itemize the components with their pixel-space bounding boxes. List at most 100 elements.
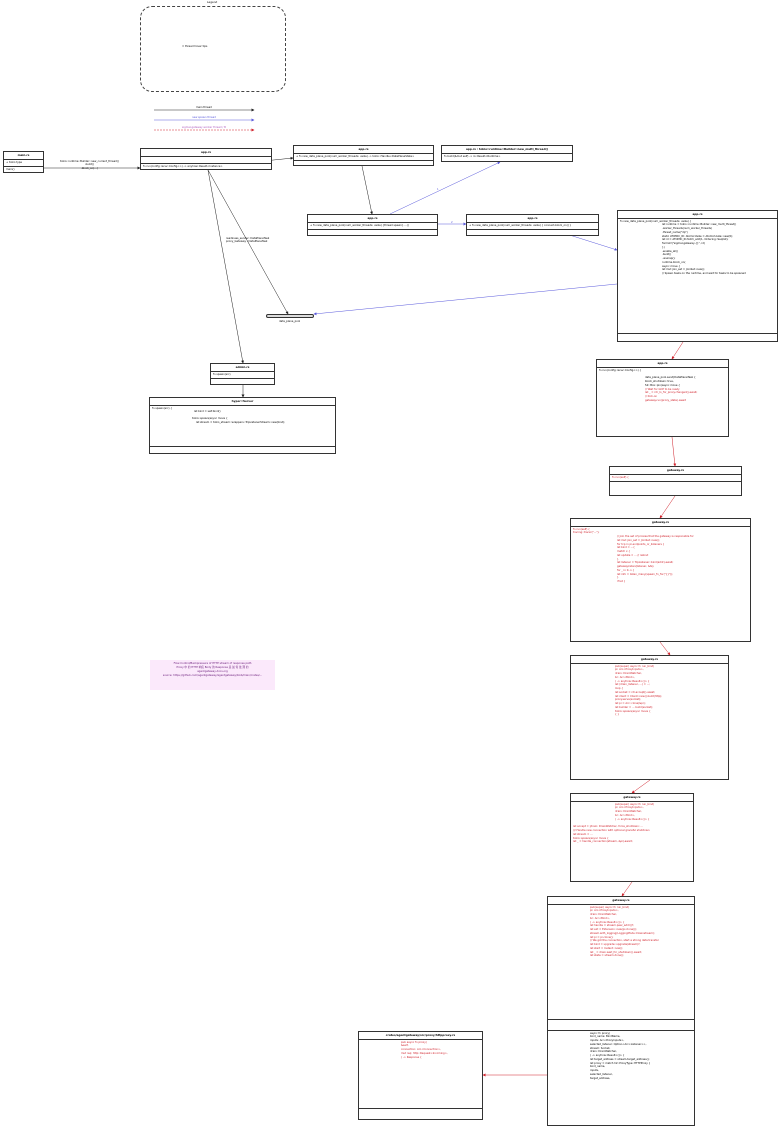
line: let _ = drain.wait_for_shutdown().await; <box>590 950 642 954</box>
line: let bind = upgrade::upgrade(stream)?; <box>590 943 641 947</box>
line: ) -> anyhow::Result<()> { <box>615 679 650 683</box>
line: let stream = ... <box>573 832 593 836</box>
line: fn spawn(src) { <box>152 406 173 410</box>
line: pub(super) async fn run_bind( <box>615 802 655 806</box>
box-tokio-builder-title: app.rs : tokio::runtime::Builder::new_mu… <box>442 146 572 154</box>
line: let ext = Extension::new(pi.clone()); <box>590 928 638 932</box>
line: ) -> anyhow::Result<()> { <box>590 1054 625 1058</box>
line: let target_address = stream.target_addre… <box>590 1057 650 1061</box>
line: let runtime = tokio::runtime::Builder::n… <box>662 223 737 227</box>
line: let pi = Arc::clone(&pi); <box>615 702 646 706</box>
line: inputs: Arc<ProxyInputs>, <box>590 1039 625 1043</box>
line: gateway.run(proxy_state).await <box>645 398 686 402</box>
line: + fn new_data_plane_pool(num_worker_thre… <box>296 154 415 158</box>
line: ) -> Response { <box>401 1055 422 1059</box>
line: fn build(&mut self) -> io::Result<Runtim… <box>444 154 501 158</box>
line: block_shutdown: true, <box>645 380 674 384</box>
box-admin-title: admin.rs <box>211 364 274 372</box>
line: let pi = pi.clone(); <box>590 935 614 939</box>
line: stream: Socket, <box>590 1046 611 1050</box>
edge-gw3-gw4 <box>631 779 651 794</box>
line: ) -> anyhow::Result<()> { <box>615 817 650 821</box>
line: bc: Arc<Bind>, <box>590 916 610 920</box>
line: ) -> anyhow::Result<()> { <box>590 920 625 924</box>
line: tokio::spawn(async move { <box>615 709 651 713</box>
box-app-block-on: app.rs + fn new_data_plane_pool(num_work… <box>466 214 599 236</box>
box-gateway-accept-title: gateway.rs <box>571 794 693 802</box>
line: format!("sigmal-gateway-{}", id) <box>662 242 705 246</box>
line: drain: DrainWatcher, <box>615 672 642 676</box>
line: let mut join_set = JoinSet::new(); <box>662 268 705 272</box>
line: { } <box>615 713 620 717</box>
line: pub(super) async fn run_bind( <box>590 905 630 909</box>
line: tokio::spawn(async move { <box>192 417 228 421</box>
edge-label-2: 2 <box>451 221 453 224</box>
line: .unwrap(); <box>662 257 676 261</box>
box-app-pool: app.rs + fn new_data_plane_pool(num_work… <box>293 145 434 166</box>
legend-sidecar-spawn: sigmal-gateway worker thread / B <box>182 126 226 129</box>
line: stream.with_logging(LoggingMode::Downstr… <box>590 931 655 935</box>
edge-gw1-gw2 <box>659 495 676 519</box>
line: for tcp in pi.endpoints_or_listeners { <box>617 542 665 546</box>
line: .build() <box>662 253 672 257</box>
line: let handle = stream.peer_addr()?; <box>590 924 635 928</box>
box-app-runtime: app.rs fn new_data_plane_pool(num_worker… <box>617 210 778 342</box>
box-gateway-run-bind-title: gateway.rs <box>571 656 728 664</box>
legend-hover-tips: = thread hover tips <box>182 45 208 48</box>
legend-title: Legend <box>207 0 218 4</box>
box-gateway-run-title: gateway.rs <box>610 467 741 475</box>
box-app-spawn-title: app.rs <box>308 215 437 223</box>
edge-gw2-gw3 <box>659 641 671 656</box>
edge-app2-app3 <box>361 165 373 215</box>
box-app-pool-title: app.rs <box>294 146 433 154</box>
edge-app5-gw1 <box>671 436 677 467</box>
box-main: main.rs + tokio type main() <box>3 151 44 173</box>
line: fut: Box::pin(async move { <box>645 383 680 387</box>
line: let info = listen_many(spawn_fn_for("{}"… <box>617 572 674 576</box>
line: let bind = ...{ <box>617 546 635 550</box>
line: fn run(config: &rsv::Config<>) -> anyhow… <box>143 164 223 168</box>
note-line: Proxy 中 的 HTTP 响应 Body 的 Response 是 如 何 … <box>176 665 249 669</box>
line: async fn proxy( <box>590 1031 610 1035</box>
line: fn run(self) { <box>573 527 590 531</box>
legend-new-spawn: new spawn thread <box>192 116 216 119</box>
line: pub async fn proxy( <box>401 1040 427 1044</box>
line: let accept = |drain: DrainWatcher, force… <box>573 825 643 829</box>
line: let proxy = match h2::ProxyType::HTTPPro… <box>590 1061 651 1065</box>
edge-big-pool <box>313 283 618 316</box>
box-gateway-proxy-title: gateway.rs <box>548 897 694 905</box>
line: let client = Client::new().build(http); <box>615 694 663 698</box>
line: fn spawn(src) <box>213 372 231 376</box>
box-app-runtime-title: app.rs <box>618 211 777 219</box>
edge-label-1: 1 <box>437 188 439 191</box>
box-app-block-on-title: app.rs <box>467 215 598 223</box>
line: // We got the connection, start a strong… <box>590 939 659 943</box>
line: // Spawn tasks on the runtime, and wait … <box>662 272 746 276</box>
box-gateway-accept: gateway.rs pub(super) async fn run_bind(… <box>570 793 694 882</box>
line: pub(super) async fn run_bind( <box>615 664 655 668</box>
box-gateway-listeners: gateway.rs fn run(self) { tracing::trace… <box>570 518 751 642</box>
line: let _ = rdr_lo_for_proxy.changed().await… <box>645 391 698 395</box>
line: data_plane_pool.send(DataPlaneTask { <box>645 376 696 380</box>
line: pi: Arc<ProxyInputs>, <box>615 668 644 672</box>
line: runtime.block_on( <box>662 260 686 264</box>
line: .enable_all() <box>662 249 678 253</box>
line: let socket = rdr.accept().await; <box>615 690 656 694</box>
line: match x { <box>617 550 631 554</box>
box-app-run: app.rs fn run(config: &rsv::Config<>) ->… <box>140 148 272 170</box>
edge-app-pool <box>207 169 289 315</box>
line: tokio::spawn(async move { <box>573 836 609 840</box>
line: loop { <box>615 687 624 691</box>
box-app-spawn: app.rs + fn new_data_plane_pool(num_work… <box>307 214 438 236</box>
line: bind_name: BindName, <box>590 1035 621 1039</box>
edge-app-admin <box>207 169 245 364</box>
line: let (drain_listener, ...) = ...; <box>615 683 651 687</box>
label-main-to-app: tokio::runtime::Builder::new_current_thr… <box>60 160 119 170</box>
line: let state = stream.done(); <box>590 954 624 958</box>
line: tracing::trace!("..."); <box>573 531 600 535</box>
line: fn new_data_plane_pool(num_worker_thread… <box>620 219 692 223</box>
line: .worker_threads(num_worker_threads) <box>662 227 712 231</box>
box-hyper-server-title: hyper::Server <box>150 398 335 406</box>
line: pi: Arc<ProxyInputs>, <box>590 909 619 913</box>
